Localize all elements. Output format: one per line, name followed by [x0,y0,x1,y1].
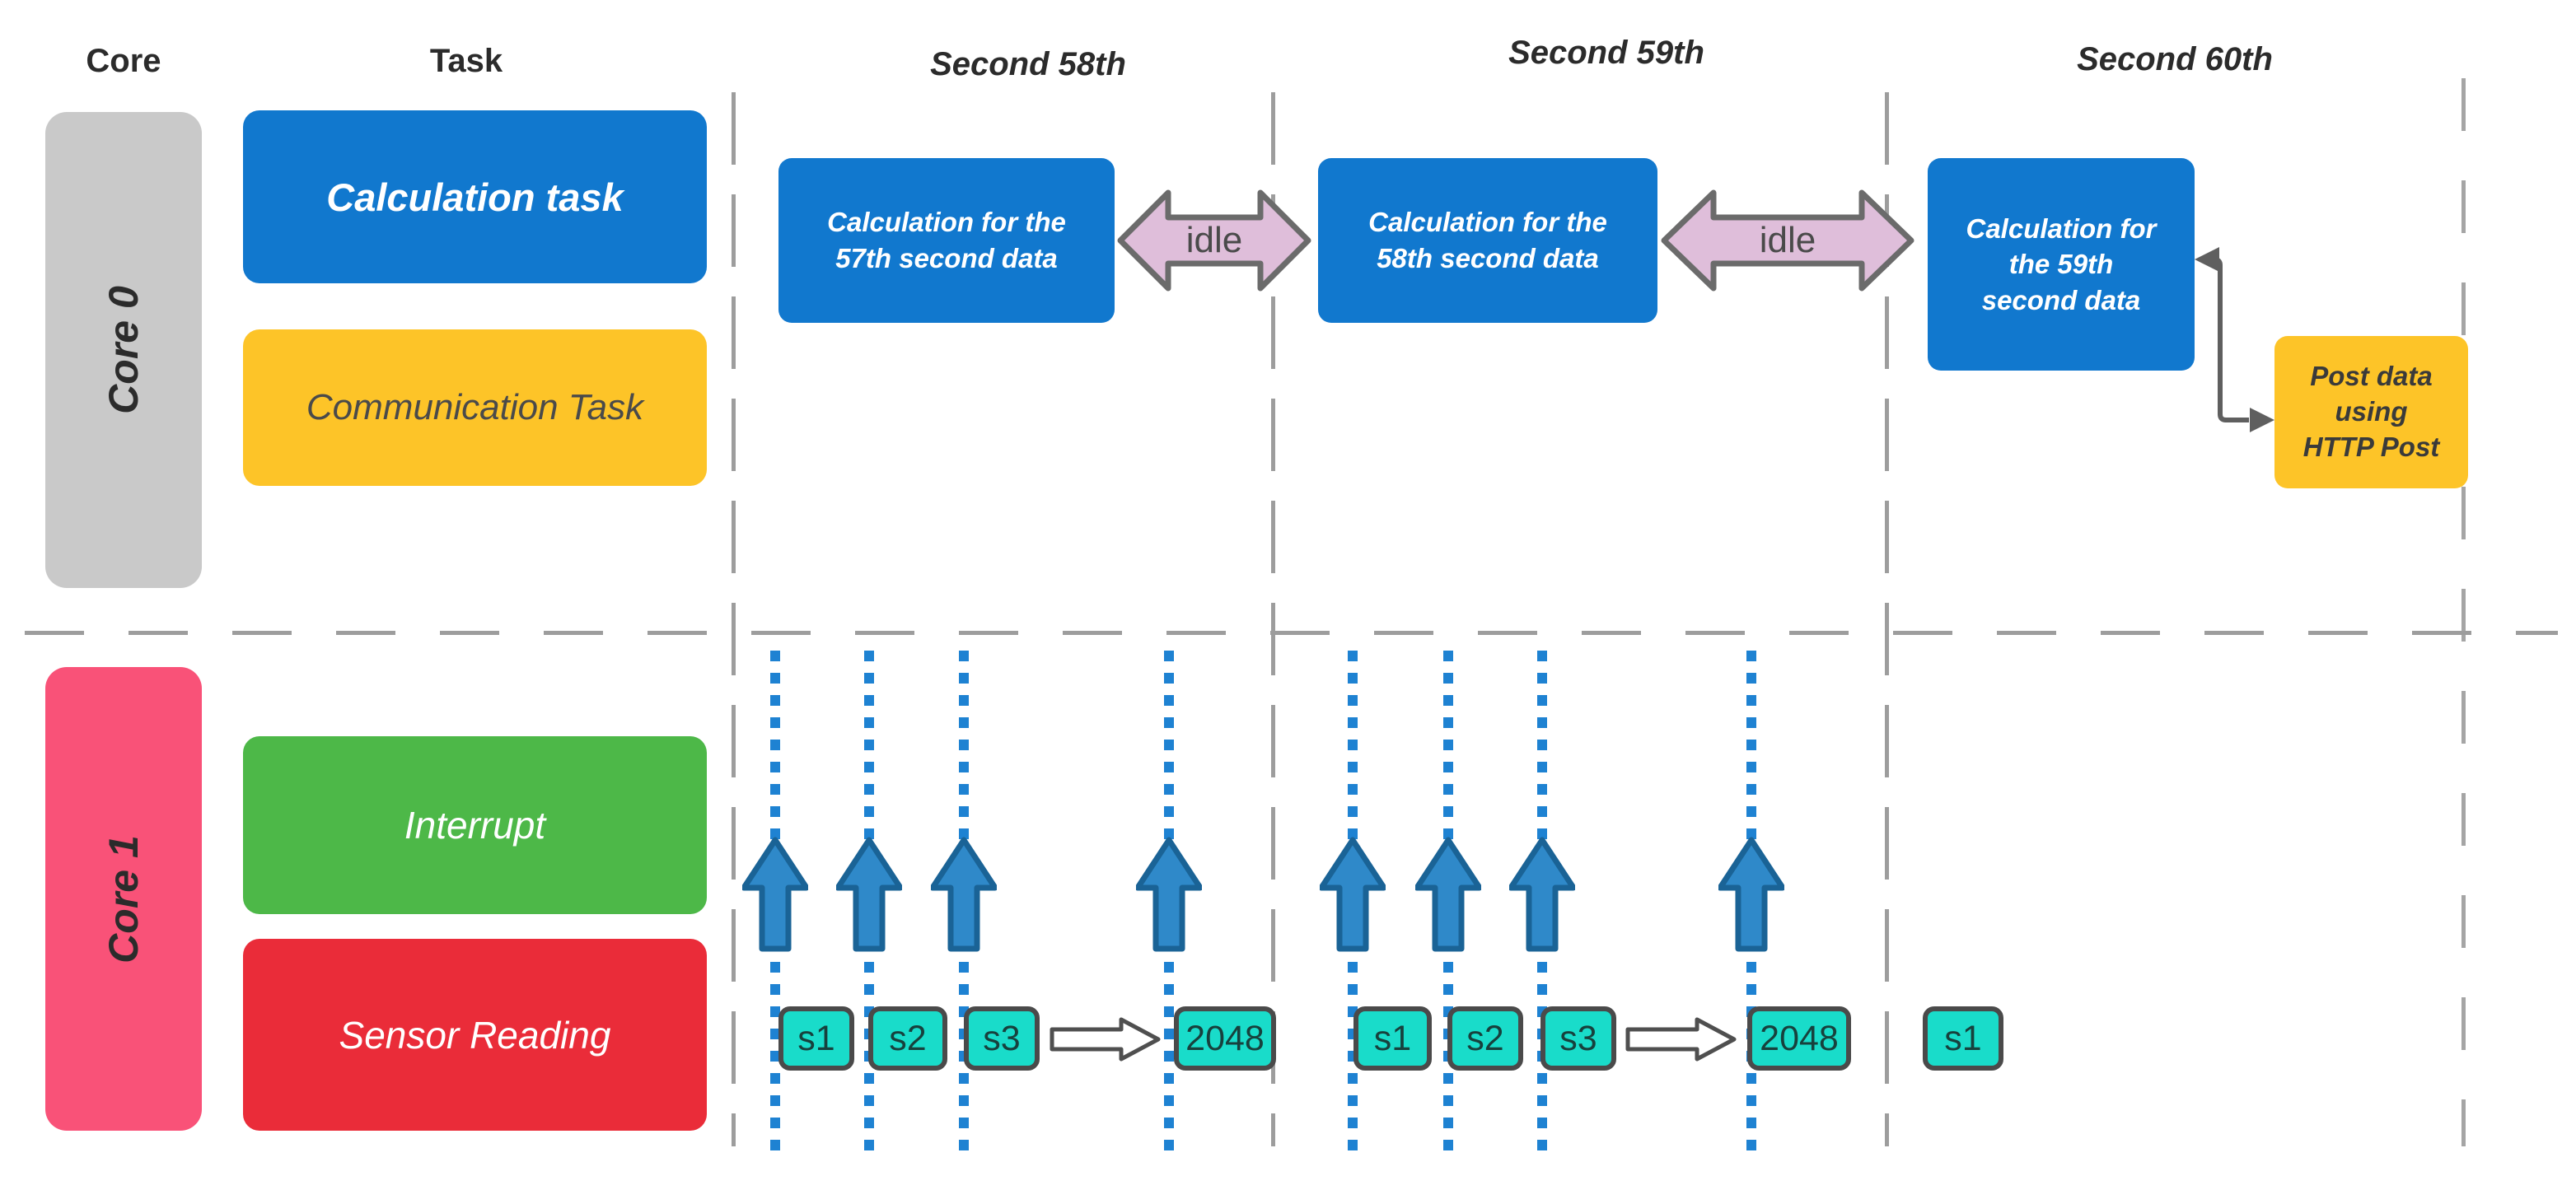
sensor-result-chip: 2048 [1174,1006,1276,1071]
calc-block-59-line1: Calculation for [1966,212,2157,244]
header-second-60: Second 60th [2077,41,2273,77]
core1-bar: Core 1 [45,667,202,1131]
column-separator-2 [1271,92,1275,1146]
interrupt-up-arrow-icon [836,837,902,952]
calc-block-57: Calculation for the 57th second data [778,158,1115,323]
sensor-chip-s1: s1 [1353,1006,1432,1071]
calc-block-58-line2: 58th second data [1377,243,1599,273]
calc-block-59-line2: the 59th [2008,249,2114,280]
sensor-chip-s1: s1 [778,1006,854,1071]
core-divider-line [25,631,2558,635]
header-task: Task [429,43,503,79]
header-second-59: Second 59th [1508,35,1704,71]
double-arrow-icon [1117,189,1311,292]
calc-to-post-connector-arrow [2195,247,2274,432]
task-interrupt-box: Interrupt [243,736,707,914]
sensor-chip-s2: s2 [868,1006,947,1071]
core0-label: Core 0 [101,286,147,414]
post-data-line3: HTTP Post [2303,431,2440,462]
result-arrow-icon [1625,1017,1737,1062]
idle-arrow-2: idle [1661,175,1914,306]
header-second-58: Second 58th [930,46,1126,82]
core1-label: Core 1 [101,834,147,964]
interrupt-up-arrow-icon [1136,837,1202,952]
result-arrow-icon [1050,1017,1161,1062]
interrupt-up-arrow-icon [1415,837,1481,952]
calc-block-58-line1: Calculation for the [1368,207,1607,238]
task-calculation-box: Calculation task [243,110,707,283]
sensor-chip-s1: s1 [1923,1006,2003,1071]
sensor-chip-s3: s3 [964,1006,1040,1071]
post-data-line2: using [2335,396,2408,427]
interrupt-up-arrow-icon [1320,837,1386,952]
calc-block-59-line3: second data [1981,284,2141,315]
task-sensor-box: Sensor Reading [243,939,707,1131]
sensor-result-chip: 2048 [1747,1006,1851,1071]
interrupt-up-arrow-icon [1509,837,1575,952]
idle-label-1: idle [1185,220,1243,260]
idle-label-2: idle [1759,220,1816,260]
header-core: Core [86,43,161,79]
double-arrow-icon [1661,189,1914,292]
interrupt-up-arrow-icon [742,837,808,952]
sensor-chip-s3: s3 [1540,1006,1616,1071]
idle-arrow-1: idle [1117,175,1311,306]
task-communication-box: Communication Task [243,329,707,486]
calc-block-58: Calculation for the 58th second data [1318,158,1657,323]
post-data-line1: Post data [2310,361,2433,392]
calc-block-59: Calculation for the 59th second data [1928,158,2195,371]
interrupt-up-arrow-icon [931,837,997,952]
column-separator-3 [1885,92,1889,1146]
interrupt-up-arrow-icon [1718,837,1784,952]
post-data-box: Post data using HTTP Post [2274,336,2468,488]
core0-bar: Core 0 [45,112,202,588]
column-separator-1 [732,92,736,1146]
sensor-chip-s2: s2 [1447,1006,1523,1071]
column-separator-4 [2461,78,2466,1146]
calc-block-57-line2: 57th second data [835,243,1058,273]
calc-block-57-line1: Calculation for the [827,207,1066,238]
